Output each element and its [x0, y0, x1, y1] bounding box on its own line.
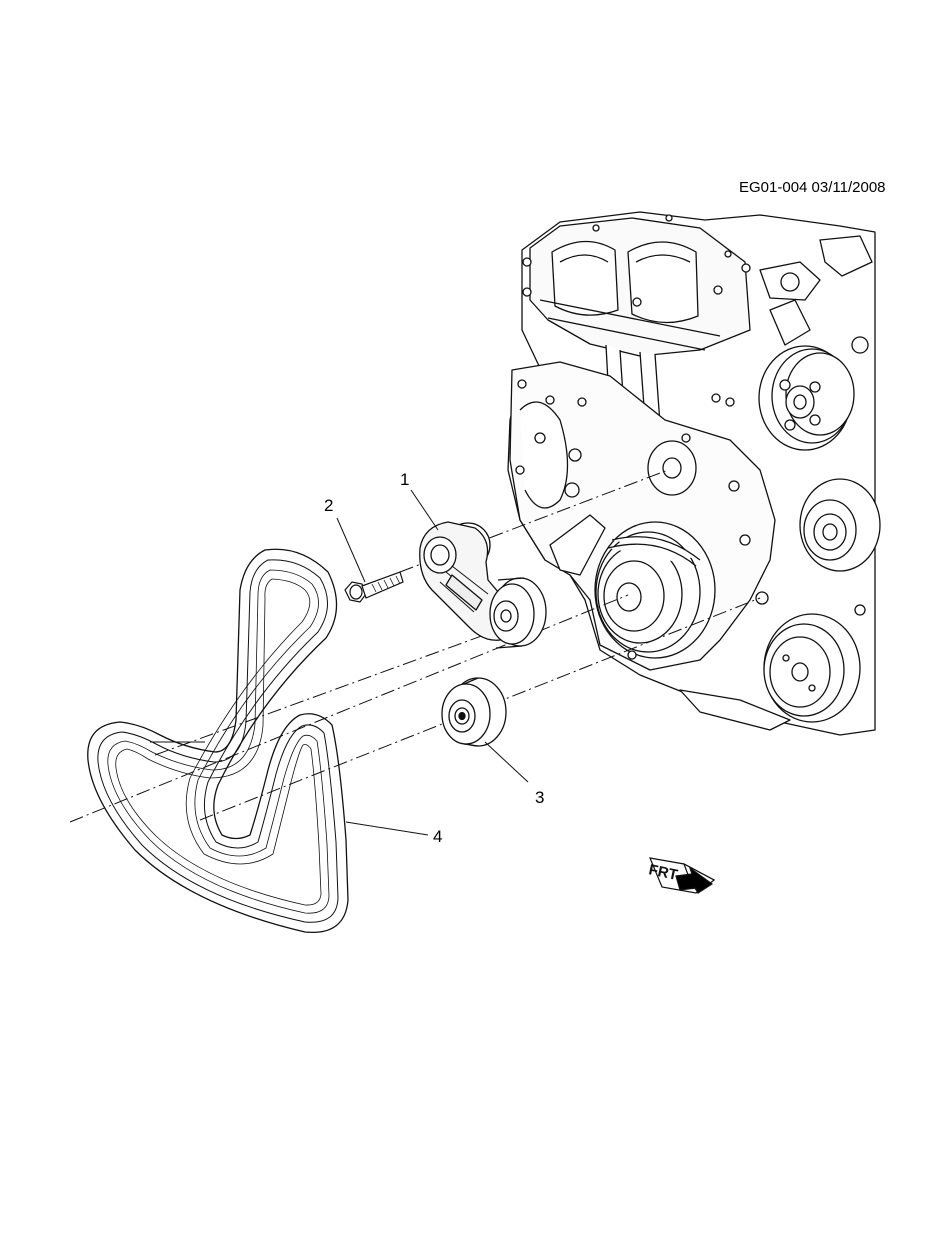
- lower-accessory-pulley: [763, 613, 861, 723]
- callout-1: 1: [400, 470, 410, 489]
- middle-accessory-pulley: [799, 478, 881, 572]
- front-arrow-label: FRT: [647, 861, 679, 884]
- callout-2: 2: [324, 496, 334, 515]
- engine-assembly: [507, 211, 881, 736]
- diagram-reference-code: EG01-004 03/11/2008: [739, 179, 886, 196]
- upper-accessory-pulley: [758, 345, 855, 451]
- front-direction-arrow-icon: [649, 857, 716, 894]
- belt-tensioner: [419, 521, 547, 649]
- idler-pulley: [441, 677, 508, 747]
- callout-4: 4: [433, 827, 443, 846]
- leader-lines: [336, 489, 529, 836]
- crankshaft-pulley: [594, 521, 716, 659]
- tensioner-bolt: [344, 571, 404, 603]
- callout-3: 3: [535, 788, 545, 807]
- drive-belt: [87, 548, 349, 934]
